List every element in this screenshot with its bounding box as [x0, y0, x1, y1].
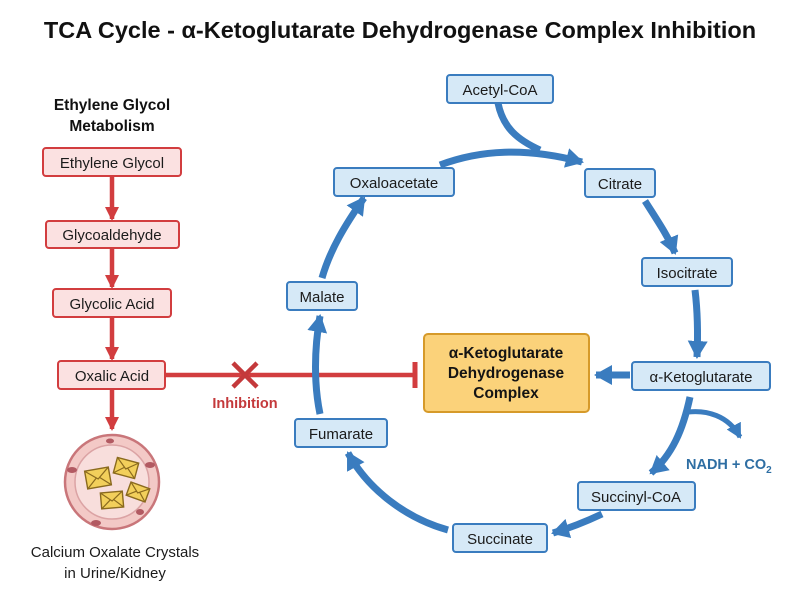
inhibition-label: Inhibition [212, 396, 277, 412]
nadh-co2-main: NADH + CO [686, 457, 766, 473]
enzyme-label-line1: α-Ketoglutarate [449, 345, 564, 362]
arrow-nadh-release [687, 409, 743, 439]
node-succinyl-coa: Succinyl-CoA [577, 481, 696, 511]
node-label: Isocitrate [657, 265, 718, 282]
crystals-caption: Calcium Oxalate Crystals [31, 544, 199, 561]
block-x-icon [231, 361, 259, 389]
page-title: TCA Cycle - α-Ketoglutarate Dehydrogenas… [44, 17, 756, 43]
node-label: Succinate [467, 531, 533, 548]
enzyme-complex: α-Ketoglutarate Dehydrogenase Complex [423, 333, 590, 413]
arrow-akg-to-succinylcoa [648, 396, 694, 476]
enzyme-label-line2: Dehydrogenase [448, 365, 565, 382]
node-citrate: Citrate [584, 168, 656, 198]
enzyme-label-line3: Complex [473, 385, 539, 402]
node-label: Oxalic Acid [75, 368, 149, 385]
node-oxalic-acid: Oxalic Acid [57, 360, 166, 390]
node-label: Ethylene Glycol [60, 155, 164, 172]
node-alpha-ketoglutarate: α-Ketoglutarate [631, 361, 771, 391]
node-label: Succinyl-CoA [591, 489, 681, 506]
node-isocitrate: Isocitrate [641, 257, 733, 287]
arrow-oxaloacetate-to-citrate [438, 148, 584, 169]
arrow-fumarate-to-malate [307, 314, 328, 415]
nadh-co2-label: NADH + CO2 [686, 457, 772, 476]
node-label: Citrate [598, 176, 642, 193]
node-label: Glycolic Acid [69, 296, 154, 313]
node-label: Acetyl-CoA [462, 82, 537, 99]
node-label: Oxaloacetate [350, 175, 438, 192]
arrow-acetylcoa-merge [494, 102, 542, 154]
inhibition-link: Inhibition [165, 361, 418, 412]
node-fumarate: Fumarate [294, 418, 388, 448]
tca-cycle-nodes: Acetyl-CoA Oxaloacetate Citrate Isocitra… [286, 74, 771, 553]
calcium-oxalate-crystals-icon [63, 433, 161, 531]
node-malate: Malate [286, 281, 358, 311]
arrow-malate-to-oxaloacetate [318, 195, 367, 279]
node-succinate: Succinate [452, 523, 548, 553]
arrow-isocitrate-to-akg [687, 289, 708, 359]
node-acetyl-coa: Acetyl-CoA [446, 74, 554, 104]
arrow-succinylcoa-to-succinate [551, 510, 604, 539]
co2-subscript: 2 [766, 465, 772, 476]
pathway-heading: Ethylene Glycol [54, 97, 170, 114]
pathway-heading-line2: Metabolism [69, 118, 154, 135]
tca-cycle-arrows [307, 102, 743, 539]
node-ethylene-glycol: Ethylene Glycol [42, 147, 182, 177]
node-oxaloacetate: Oxaloacetate [333, 167, 455, 197]
node-label: Glycoaldehyde [62, 227, 161, 244]
arrow-citrate-to-isocitrate [642, 199, 679, 255]
node-label: Fumarate [309, 426, 373, 443]
node-glycoaldehyde: Glycoaldehyde [45, 220, 180, 249]
arrow-succinate-to-fumarate [344, 451, 449, 534]
ethylene-glycol-pathway: Ethylene Glycol Metabolism Ethylene Glyc… [31, 97, 199, 582]
node-label: α-Ketoglutarate [650, 369, 753, 386]
node-label: Malate [299, 289, 344, 306]
crystals-caption-line2: in Urine/Kidney [64, 565, 166, 582]
node-glycolic-acid: Glycolic Acid [52, 288, 172, 318]
